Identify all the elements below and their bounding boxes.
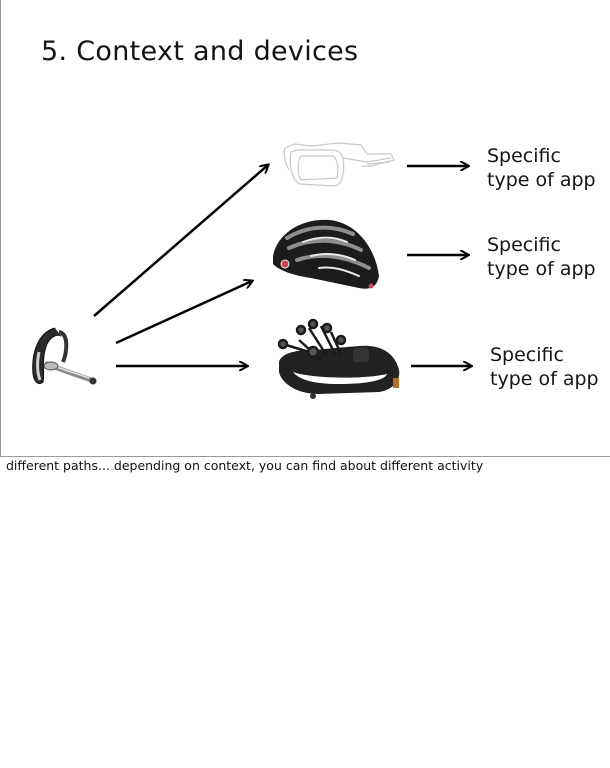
arrow-to-helmet <box>115 281 252 345</box>
helmet-icon <box>273 219 379 289</box>
headset-icon <box>32 327 97 385</box>
arrow-to-glasses <box>93 165 268 317</box>
slide-title: 5. Context and devices <box>41 36 359 67</box>
speaker-notes: different paths... depending on context,… <box>6 458 484 473</box>
app-label-glasses: Specific type of app <box>487 145 596 191</box>
app-label-helmet: Specific type of app <box>487 234 596 280</box>
app-label-eeg: Specific type of app <box>490 344 599 390</box>
glasses-icon <box>283 142 395 187</box>
eeg-headset-icon <box>277 318 400 399</box>
slide: 5. Context and devices <box>0 0 610 457</box>
arrows-layer <box>93 0 610 457</box>
